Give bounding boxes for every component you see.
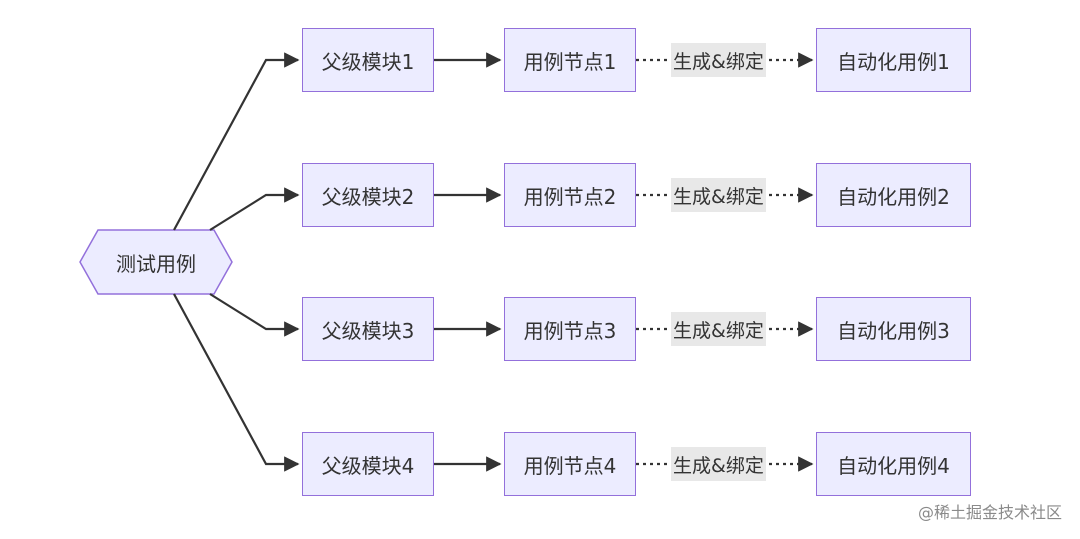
edge-root-module-3	[209, 293, 300, 337]
edge-label-3: 生成&绑定	[671, 312, 766, 346]
edge-root-module-1	[173, 52, 300, 231]
auto-node-2: 自动化用例2	[816, 163, 971, 227]
edge-root-module-2	[209, 187, 300, 231]
module-node-2: 父级模块2	[302, 163, 434, 227]
module-node-3: 父级模块3	[302, 297, 434, 361]
auto-node-1: 自动化用例1	[816, 28, 971, 92]
case-node-2: 用例节点2	[504, 163, 636, 227]
module-node-1: 父级模块1	[302, 28, 434, 92]
root-node-shape	[79, 229, 233, 295]
auto-node-4: 自动化用例4	[816, 432, 971, 496]
root-node-label: 测试用例	[116, 251, 196, 276]
case-node-3: 用例节点3	[504, 297, 636, 361]
case-node-4: 用例节点4	[504, 432, 636, 496]
edge-root-module-4	[173, 293, 300, 472]
edge-label-4: 生成&绑定	[671, 447, 766, 481]
module-node-4: 父级模块4	[302, 432, 434, 496]
case-node-1: 用例节点1	[504, 28, 636, 92]
auto-node-3: 自动化用例3	[816, 297, 971, 361]
edge-label-2: 生成&绑定	[671, 178, 766, 212]
edge-label-1: 生成&绑定	[671, 43, 766, 77]
watermark: @稀土掘金技术社区	[917, 503, 1062, 522]
